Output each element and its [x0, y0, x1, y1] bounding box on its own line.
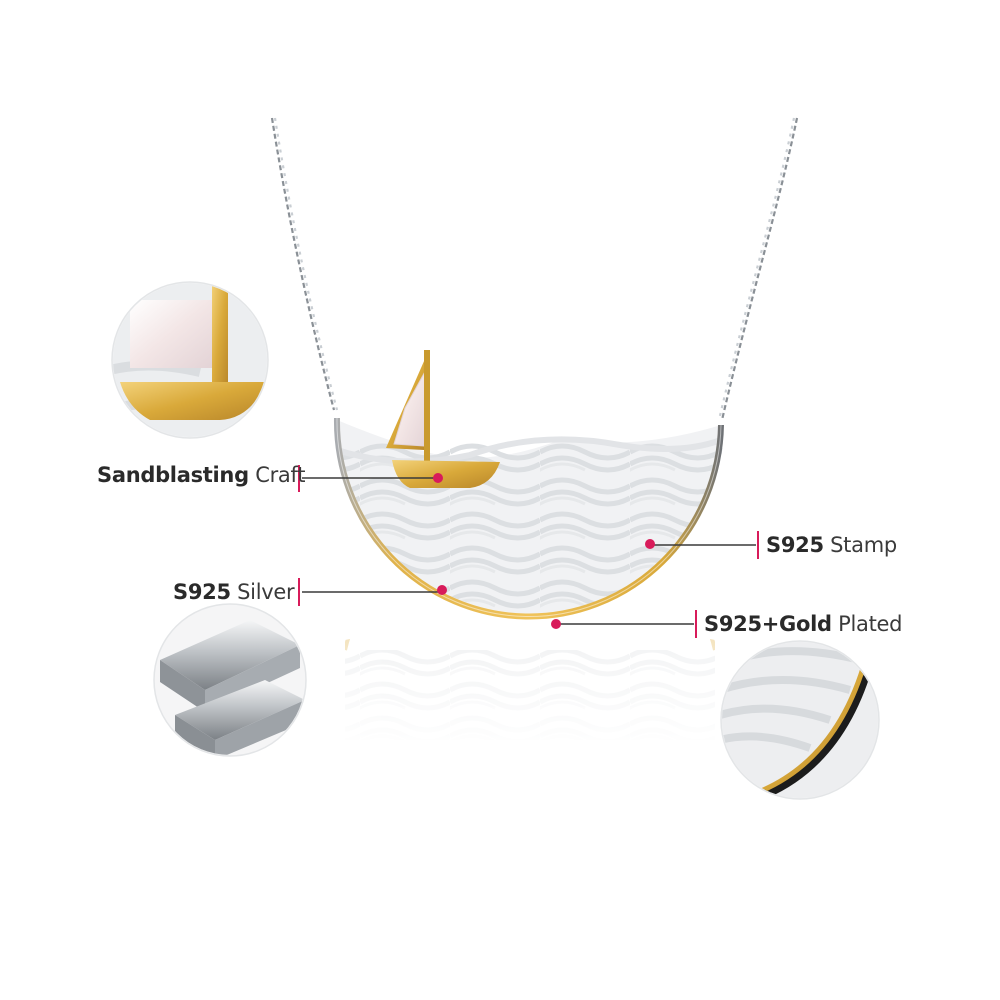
callout-markers — [433, 473, 655, 629]
marker-dot-gold-plated — [551, 619, 561, 629]
marker-dot-stamp — [645, 539, 655, 549]
callout-light-text: Silver — [237, 580, 295, 604]
callout-bold-text: S925 — [173, 580, 231, 604]
callout-light-text: Plated — [838, 612, 903, 636]
callout-bold-text: Sandblasting — [97, 463, 249, 487]
callout-light-text: Stamp — [830, 533, 897, 557]
silver-bars-closeup-icon — [153, 603, 307, 757]
callout-s925-silver: S925 Silver — [173, 579, 295, 605]
marker-dot-sandblasting — [433, 473, 443, 483]
callout-bold-text: S925 — [766, 533, 824, 557]
callout-s925-stamp: S925 Stamp — [766, 532, 897, 558]
reflection-fade — [340, 640, 720, 750]
pendant-bowl — [333, 417, 725, 620]
sailboat — [386, 350, 500, 488]
callout-lines — [298, 465, 759, 638]
necklace-chain — [270, 117, 799, 421]
callout-light-text: Craft — [255, 463, 306, 487]
callout-s925-gold-plated: S925+Gold Plated — [704, 611, 903, 637]
gold-rim-closeup-icon — [720, 640, 880, 800]
callout-bold-text: S925+Gold — [704, 612, 832, 636]
callout-sandblasting-craft: Sandblasting Craft — [97, 462, 305, 488]
sailboat-closeup-icon — [111, 281, 269, 439]
marker-dot-silver — [437, 585, 447, 595]
